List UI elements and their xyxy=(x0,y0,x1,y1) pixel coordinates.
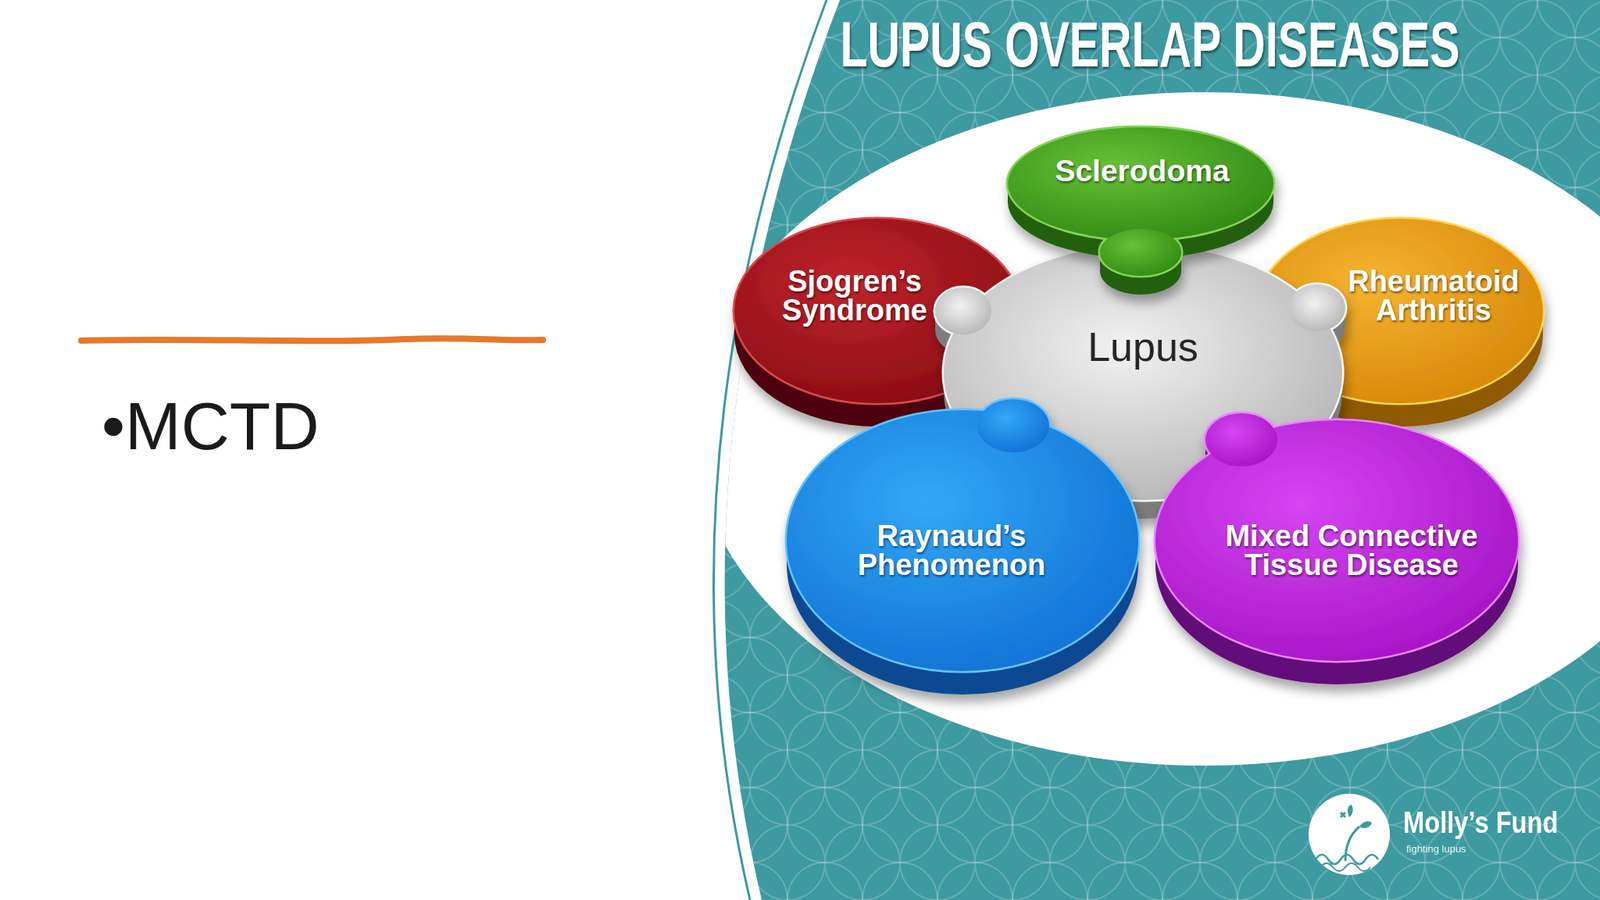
knob-face xyxy=(1289,284,1346,332)
knob-face xyxy=(1289,284,1346,332)
logo-tagline: fighting lupus xyxy=(1406,843,1467,854)
disease-label: Rheumatoid Arthritis xyxy=(1332,267,1536,325)
piece-face xyxy=(1155,420,1518,661)
disease-label: Raynaud’s Phenomenon xyxy=(846,521,1058,580)
logo-swirl xyxy=(1315,854,1379,865)
disease-label: Sjogren’s Syndrome xyxy=(753,267,957,325)
logo-swirl xyxy=(1320,863,1371,872)
accent-line xyxy=(81,338,543,341)
piece-group xyxy=(1155,413,1518,685)
knob-face xyxy=(1205,413,1278,467)
logo-leaf xyxy=(1347,804,1354,818)
logo-butterfly xyxy=(1340,812,1346,818)
knob-face xyxy=(935,287,992,335)
disease-label: Sclerodoma xyxy=(1025,156,1260,186)
knob-face xyxy=(977,399,1050,453)
piece-face xyxy=(1007,127,1274,240)
logo-stem xyxy=(1345,826,1360,861)
piece-face xyxy=(786,410,1139,672)
center-label: Lupus xyxy=(1025,327,1261,368)
logo-leaf xyxy=(1359,821,1372,829)
piece-face xyxy=(1007,127,1274,240)
piece-face xyxy=(786,410,1139,672)
logo-circle xyxy=(1308,793,1390,875)
knob-face xyxy=(1205,413,1278,467)
disease-label: Mixed Connective Tissue Disease xyxy=(1210,521,1493,580)
puzzle-disc: Mixed Connective Tissue Disease xyxy=(1155,420,1518,661)
knob-face xyxy=(935,287,992,335)
white-oval xyxy=(693,92,1600,766)
knob-face xyxy=(1100,228,1182,276)
piece-group xyxy=(786,399,1139,695)
piece-face xyxy=(1155,420,1518,661)
bullet-item: •MCTD xyxy=(101,392,320,460)
knob-face xyxy=(1100,228,1182,276)
puzzle-disc: Sclerodoma xyxy=(1007,127,1274,240)
knob-face xyxy=(977,399,1050,453)
slide-title: LUPUS OVERLAP DISEASES xyxy=(821,12,1479,77)
puzzle-disc: Raynaud’s Phenomenon xyxy=(786,410,1139,672)
logo-name: Molly’s Fund xyxy=(1403,807,1558,838)
